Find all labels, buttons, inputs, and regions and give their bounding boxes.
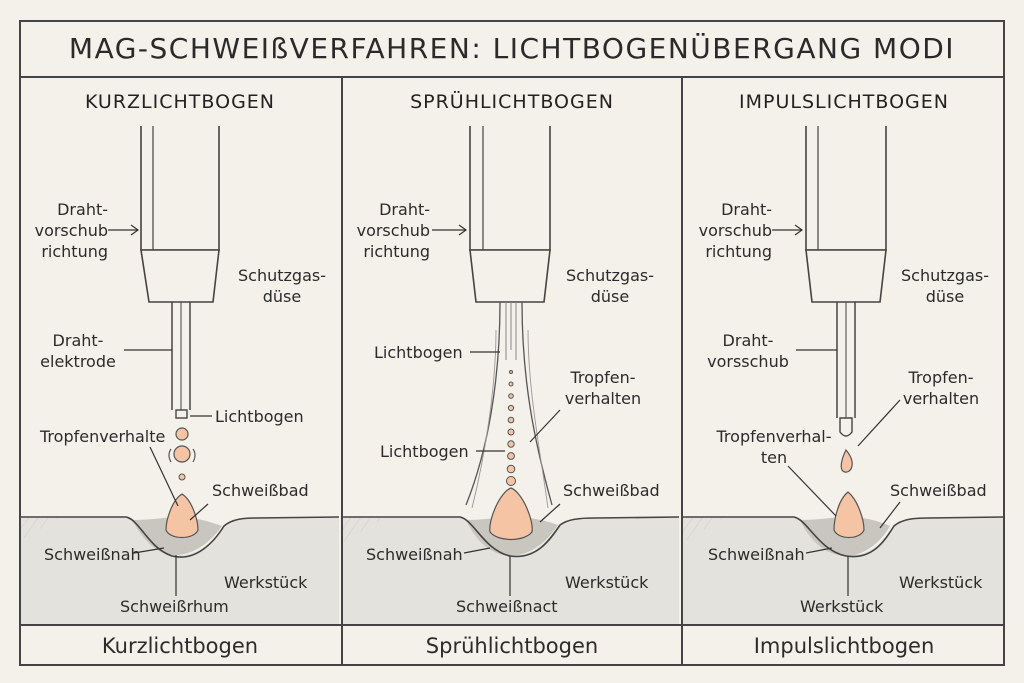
column-divider-1 xyxy=(341,76,343,666)
title-divider xyxy=(19,76,1005,78)
label-weld-pool-kurz: Schweißbad xyxy=(212,481,309,500)
footer-impulslichtbogen: Impulslichtbogen xyxy=(753,634,935,658)
header-spruehlichtbogen: SPRÜHLICHTBOGEN xyxy=(410,91,614,113)
label-seam-kurz: Schweißnah xyxy=(44,545,141,564)
leaders-impuls xyxy=(772,224,901,596)
label-bottom-spray: Schweißnact xyxy=(456,597,558,616)
label-bottom-impuls: Werkstück xyxy=(800,597,884,616)
column-divider-2 xyxy=(681,76,683,666)
label-workpiece-spray: Werkstück xyxy=(565,573,649,592)
label-arc-kurz: Lichtbogen xyxy=(215,407,304,426)
label-wire-impuls: Draht- vorsschub xyxy=(707,331,789,371)
leaders-spray xyxy=(432,224,561,596)
header-impulslichtbogen: IMPULSLICHTBOGEN xyxy=(739,91,949,113)
label-droplet-right-impuls: Tropfen- verhalten xyxy=(902,368,980,408)
label-nozzle-kurz: Schutzgas- düse xyxy=(238,266,326,306)
droplets-impuls xyxy=(833,448,865,539)
label-feed-direction-kurz: Draht- vorschub richtung xyxy=(34,200,108,261)
label-nozzle-spray: Schutzgas- düse xyxy=(566,266,654,306)
workpiece-kurz xyxy=(21,516,340,624)
footer-kurzlichtbogen: Kurzlichtbogen xyxy=(101,634,259,658)
workpiece-impuls xyxy=(683,516,1004,624)
label-nozzle-impuls: Schutzgas- düse xyxy=(901,266,989,306)
torch-impuls xyxy=(805,126,887,437)
label-weld-pool-spray: Schweißbad xyxy=(563,481,660,500)
label-feed-direction-impuls: Draht- vorschub richtung xyxy=(698,200,772,261)
spray-droplets xyxy=(489,370,533,541)
label-seam-spray: Schweißnah xyxy=(366,545,463,564)
label-arc-spray-1: Lichtbogen xyxy=(374,343,463,362)
diagram-title: MAG-SCHWEIßVERFAHREN: LICHTBOGENÜBERGANG… xyxy=(68,31,956,65)
torch-spray xyxy=(465,126,553,509)
label-weld-pool-impuls: Schweißbad xyxy=(890,481,987,500)
label-feed-direction-spray: Draht- vorschub richtung xyxy=(356,200,430,261)
label-droplet-kurz: Tropfenverhalte xyxy=(40,427,166,446)
label-seam-impuls: Schweißnah xyxy=(708,545,805,564)
torch-kurz xyxy=(140,126,220,419)
label-wire-electrode-kurz: Draht- elektrode xyxy=(40,331,116,371)
label-workpiece-impuls: Werkstück xyxy=(899,573,983,592)
label-droplet-spray: Tropfen- verhalten xyxy=(564,368,642,408)
footer-spruehlichtbogen: Sprühlichtbogen xyxy=(425,634,599,658)
footer-divider xyxy=(19,624,1005,626)
label-bottom-kurz: Schweißrhum xyxy=(120,597,229,616)
label-arc-spray-2: Lichtbogen xyxy=(380,442,469,461)
header-kurzlichtbogen: KURZLICHTBOGEN xyxy=(84,91,276,113)
leaders-kurz xyxy=(108,224,212,596)
droplets-kurz xyxy=(165,427,199,539)
label-workpiece-kurz: Werkstück xyxy=(224,573,308,592)
label-droplet-left-impuls: Tropfenverhal- ten xyxy=(716,427,832,467)
